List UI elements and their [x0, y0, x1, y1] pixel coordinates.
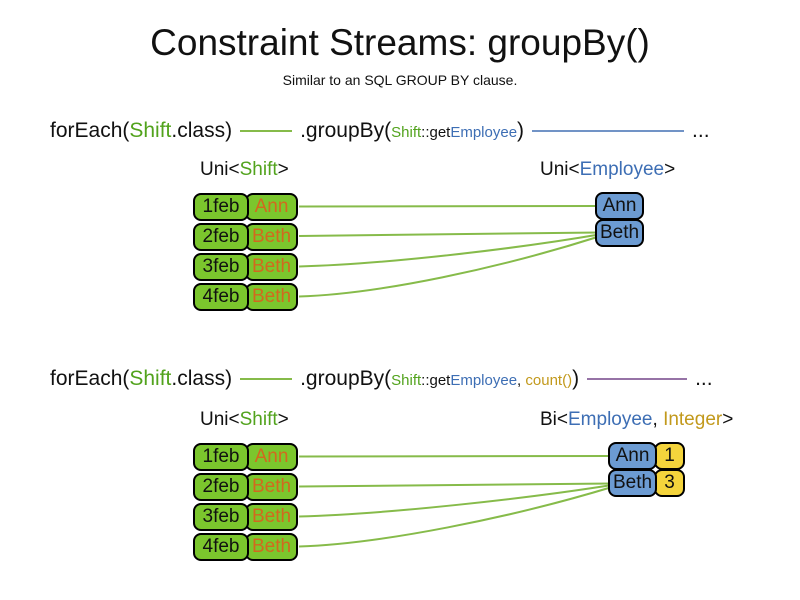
shift-row: 2feb Beth: [193, 223, 298, 251]
wire-foreach-to-groupby: [240, 130, 293, 132]
code-arg-count: count(): [525, 372, 573, 389]
page-subtitle: Similar to an SQL GROUP BY clause.: [282, 72, 518, 88]
code-groupby-open: .groupBy(: [300, 119, 392, 142]
shift-date-box: 1feb: [193, 193, 249, 221]
label-type-employee: Employee: [579, 159, 665, 180]
label-open: Uni<: [200, 409, 240, 430]
shift-row: 1feb Ann: [193, 193, 298, 221]
label-type-integer: Integer: [663, 409, 723, 430]
shift-date-box: 1feb: [193, 443, 249, 471]
label-open: Uni<: [200, 159, 240, 180]
stream-label-uni-shift: Uni<Shift>: [200, 159, 289, 181]
wire-shift1-to-ann: [298, 205, 600, 208]
stream-label-uni-employee: Uni<Employee>: [540, 159, 675, 181]
shift-row: 1feb Ann: [193, 443, 298, 471]
shift-employee-box: Beth: [245, 503, 298, 531]
code-ellipsis: ...: [695, 367, 713, 390]
code-ellipsis: ...: [692, 119, 710, 142]
wire-foreach-to-groupby: [240, 378, 293, 380]
shift-row: 4feb Beth: [193, 283, 298, 311]
group-row: Beth: [595, 219, 644, 247]
code-arg-accessor: ::get: [421, 372, 451, 389]
shift-employee-box: Beth: [245, 473, 298, 501]
shift-employee-box: Beth: [245, 253, 298, 281]
shift-employee-box: Ann: [245, 193, 298, 221]
code-arg-type: Employee: [450, 372, 518, 389]
label-open: Bi<: [540, 409, 568, 430]
group-row: Beth 3: [608, 469, 685, 497]
shift-employee-box: Beth: [245, 283, 298, 311]
group-row: Ann: [595, 192, 644, 220]
code-arg-class: Shift: [391, 372, 422, 389]
wire-shift2-to-beth-2: [298, 482, 613, 488]
stream-label-bi-employee-integer: Bi<Employee, Integer>: [540, 409, 733, 431]
label-open: Uni<: [540, 159, 580, 180]
group-employee-box: Ann: [595, 192, 644, 220]
label-separator: ,: [652, 409, 664, 430]
shift-row: 3feb Beth: [193, 503, 298, 531]
group-employee-box: Beth: [595, 219, 644, 247]
shift-employee-box: Beth: [245, 223, 298, 251]
code-foreach-arg: Shift: [129, 119, 172, 142]
wire-shift3-to-beth-2: [298, 484, 613, 518]
label-close: >: [722, 409, 734, 430]
code-arg-type: Employee: [450, 124, 518, 141]
wire-shift3-to-beth: [298, 233, 600, 268]
wire-shift4-to-beth: [298, 235, 600, 298]
wire-shift1-to-ann-2: [298, 455, 613, 458]
shift-row: 2feb Beth: [193, 473, 298, 501]
shift-date-box: 3feb: [193, 503, 249, 531]
group-count-box: 3: [654, 469, 685, 497]
code-foreach-arg: Shift: [129, 367, 172, 390]
code-arg-accessor: ::get: [421, 124, 451, 141]
label-close: >: [277, 409, 289, 430]
code-foreach-open: forEach(: [50, 119, 130, 142]
shift-date-box: 2feb: [193, 223, 249, 251]
code-line-groupby-count: forEach(Shift.class) .groupBy(Shift::get…: [50, 367, 713, 391]
label-type-shift: Shift: [239, 159, 278, 180]
shift-date-box: 4feb: [193, 283, 249, 311]
shift-date-box: 3feb: [193, 253, 249, 281]
shift-date-box: 2feb: [193, 473, 249, 501]
code-line-groupby: forEach(Shift.class) .groupBy(Shift::get…: [50, 119, 710, 143]
label-close: >: [664, 159, 676, 180]
label-type-shift: Shift: [239, 409, 278, 430]
wire-groupby-to-ellipsis: [587, 378, 688, 380]
group-row: Ann 1: [608, 442, 685, 470]
shift-employee-box: Ann: [245, 443, 298, 471]
group-employee-box: Ann: [608, 442, 657, 470]
code-foreach-close: .class): [171, 367, 233, 390]
code-groupby-close: ): [572, 367, 580, 390]
page-title: Constraint Streams: groupBy(): [150, 22, 650, 63]
shift-row: 4feb Beth: [193, 533, 298, 561]
group-employee-box: Beth: [608, 469, 657, 497]
wire-shift2-to-beth: [298, 231, 600, 237]
stream-label-uni-shift: Uni<Shift>: [200, 409, 289, 431]
code-arg-class: Shift: [391, 124, 422, 141]
group-count-box: 1: [654, 442, 685, 470]
wire-shift4-to-beth-2: [298, 486, 613, 548]
shift-employee-box: Beth: [245, 533, 298, 561]
code-arg-separator: ,: [517, 372, 526, 389]
code-foreach-open: forEach(: [50, 367, 130, 390]
label-close: >: [277, 159, 289, 180]
label-type-employee: Employee: [568, 409, 653, 430]
shift-date-box: 4feb: [193, 533, 249, 561]
wire-groupby-to-ellipsis: [532, 130, 685, 132]
code-groupby-open: .groupBy(: [300, 367, 392, 390]
shift-row: 3feb Beth: [193, 253, 298, 281]
code-groupby-close: ): [517, 119, 525, 142]
code-foreach-close: .class): [171, 119, 233, 142]
